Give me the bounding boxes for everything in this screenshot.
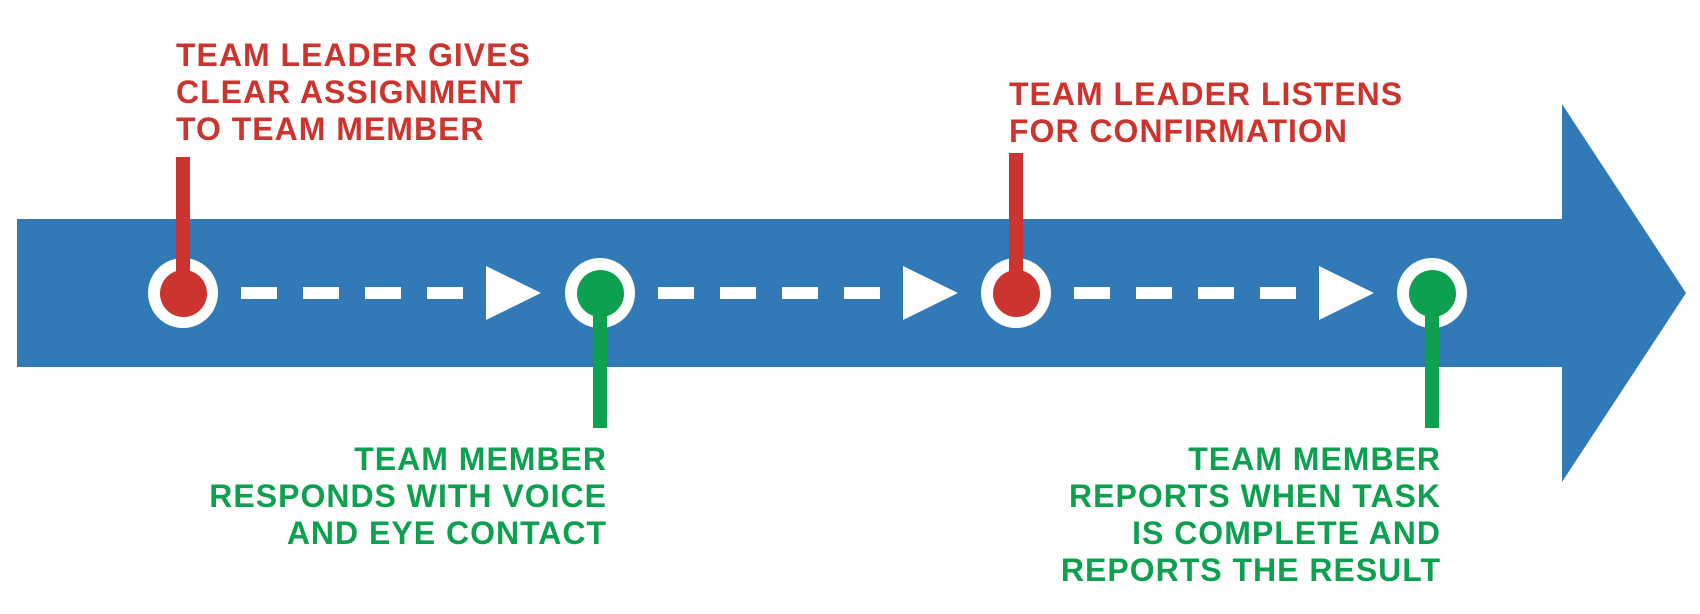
milestone-4-stem [1425, 293, 1439, 428]
milestone-4-label: TEAM MEMBER REPORTS WHEN TASK IS COMPLET… [1061, 441, 1441, 589]
milestone-1-label: TEAM LEADER GIVES CLEAR ASSIGNMENT TO TE… [176, 37, 531, 148]
arrow-right-icon [1319, 266, 1374, 320]
dashed-arrow-2 [658, 266, 958, 320]
milestone-2-dot [576, 269, 624, 317]
label-line: TEAM LEADER GIVES [176, 37, 531, 73]
dash [844, 287, 880, 299]
label-line: RESPONDS WITH VOICE [209, 478, 607, 514]
arrow-right-icon [903, 266, 958, 320]
milestone-1-dot [159, 269, 207, 317]
dashed-arrow-3 [1074, 266, 1374, 320]
milestone-3-label: TEAM LEADER LISTENS FOR CONFIRMATION [1009, 76, 1403, 150]
dash [658, 287, 694, 299]
milestone-1-stem [176, 157, 190, 293]
milestone-2-stem [593, 293, 607, 428]
dash [365, 287, 401, 299]
label-line: TEAM MEMBER [354, 441, 607, 477]
dash [1260, 287, 1296, 299]
dash [427, 287, 463, 299]
dash [782, 287, 818, 299]
label-line: REPORTS WHEN TASK [1069, 478, 1441, 514]
arrow-right-icon [486, 266, 541, 320]
label-line: TEAM LEADER LISTENS [1009, 76, 1404, 112]
label-line: IS COMPLETE AND [1132, 515, 1441, 551]
label-line: FOR CONFIRMATION [1009, 113, 1348, 149]
label-line: CLEAR ASSIGNMENT [176, 74, 524, 110]
label-line: TEAM MEMBER [1188, 441, 1441, 477]
dash [303, 287, 339, 299]
milestone-3-stem [1009, 153, 1023, 293]
milestone-4-dot [1408, 269, 1456, 317]
label-line: REPORTS THE RESULT [1060, 552, 1441, 588]
dashed-arrow-1 [241, 266, 541, 320]
dash [720, 287, 756, 299]
dash [1198, 287, 1234, 299]
milestone-2-label: TEAM MEMBER RESPONDS WITH VOICE AND EYE … [209, 441, 607, 552]
milestone-3-dot [992, 269, 1040, 317]
timeline-arrowhead-icon [1562, 104, 1686, 482]
label-line: TO TEAM MEMBER [176, 111, 485, 147]
dash [1074, 287, 1110, 299]
dash [241, 287, 277, 299]
label-line: AND EYE CONTACT [286, 515, 607, 551]
dash [1136, 287, 1172, 299]
